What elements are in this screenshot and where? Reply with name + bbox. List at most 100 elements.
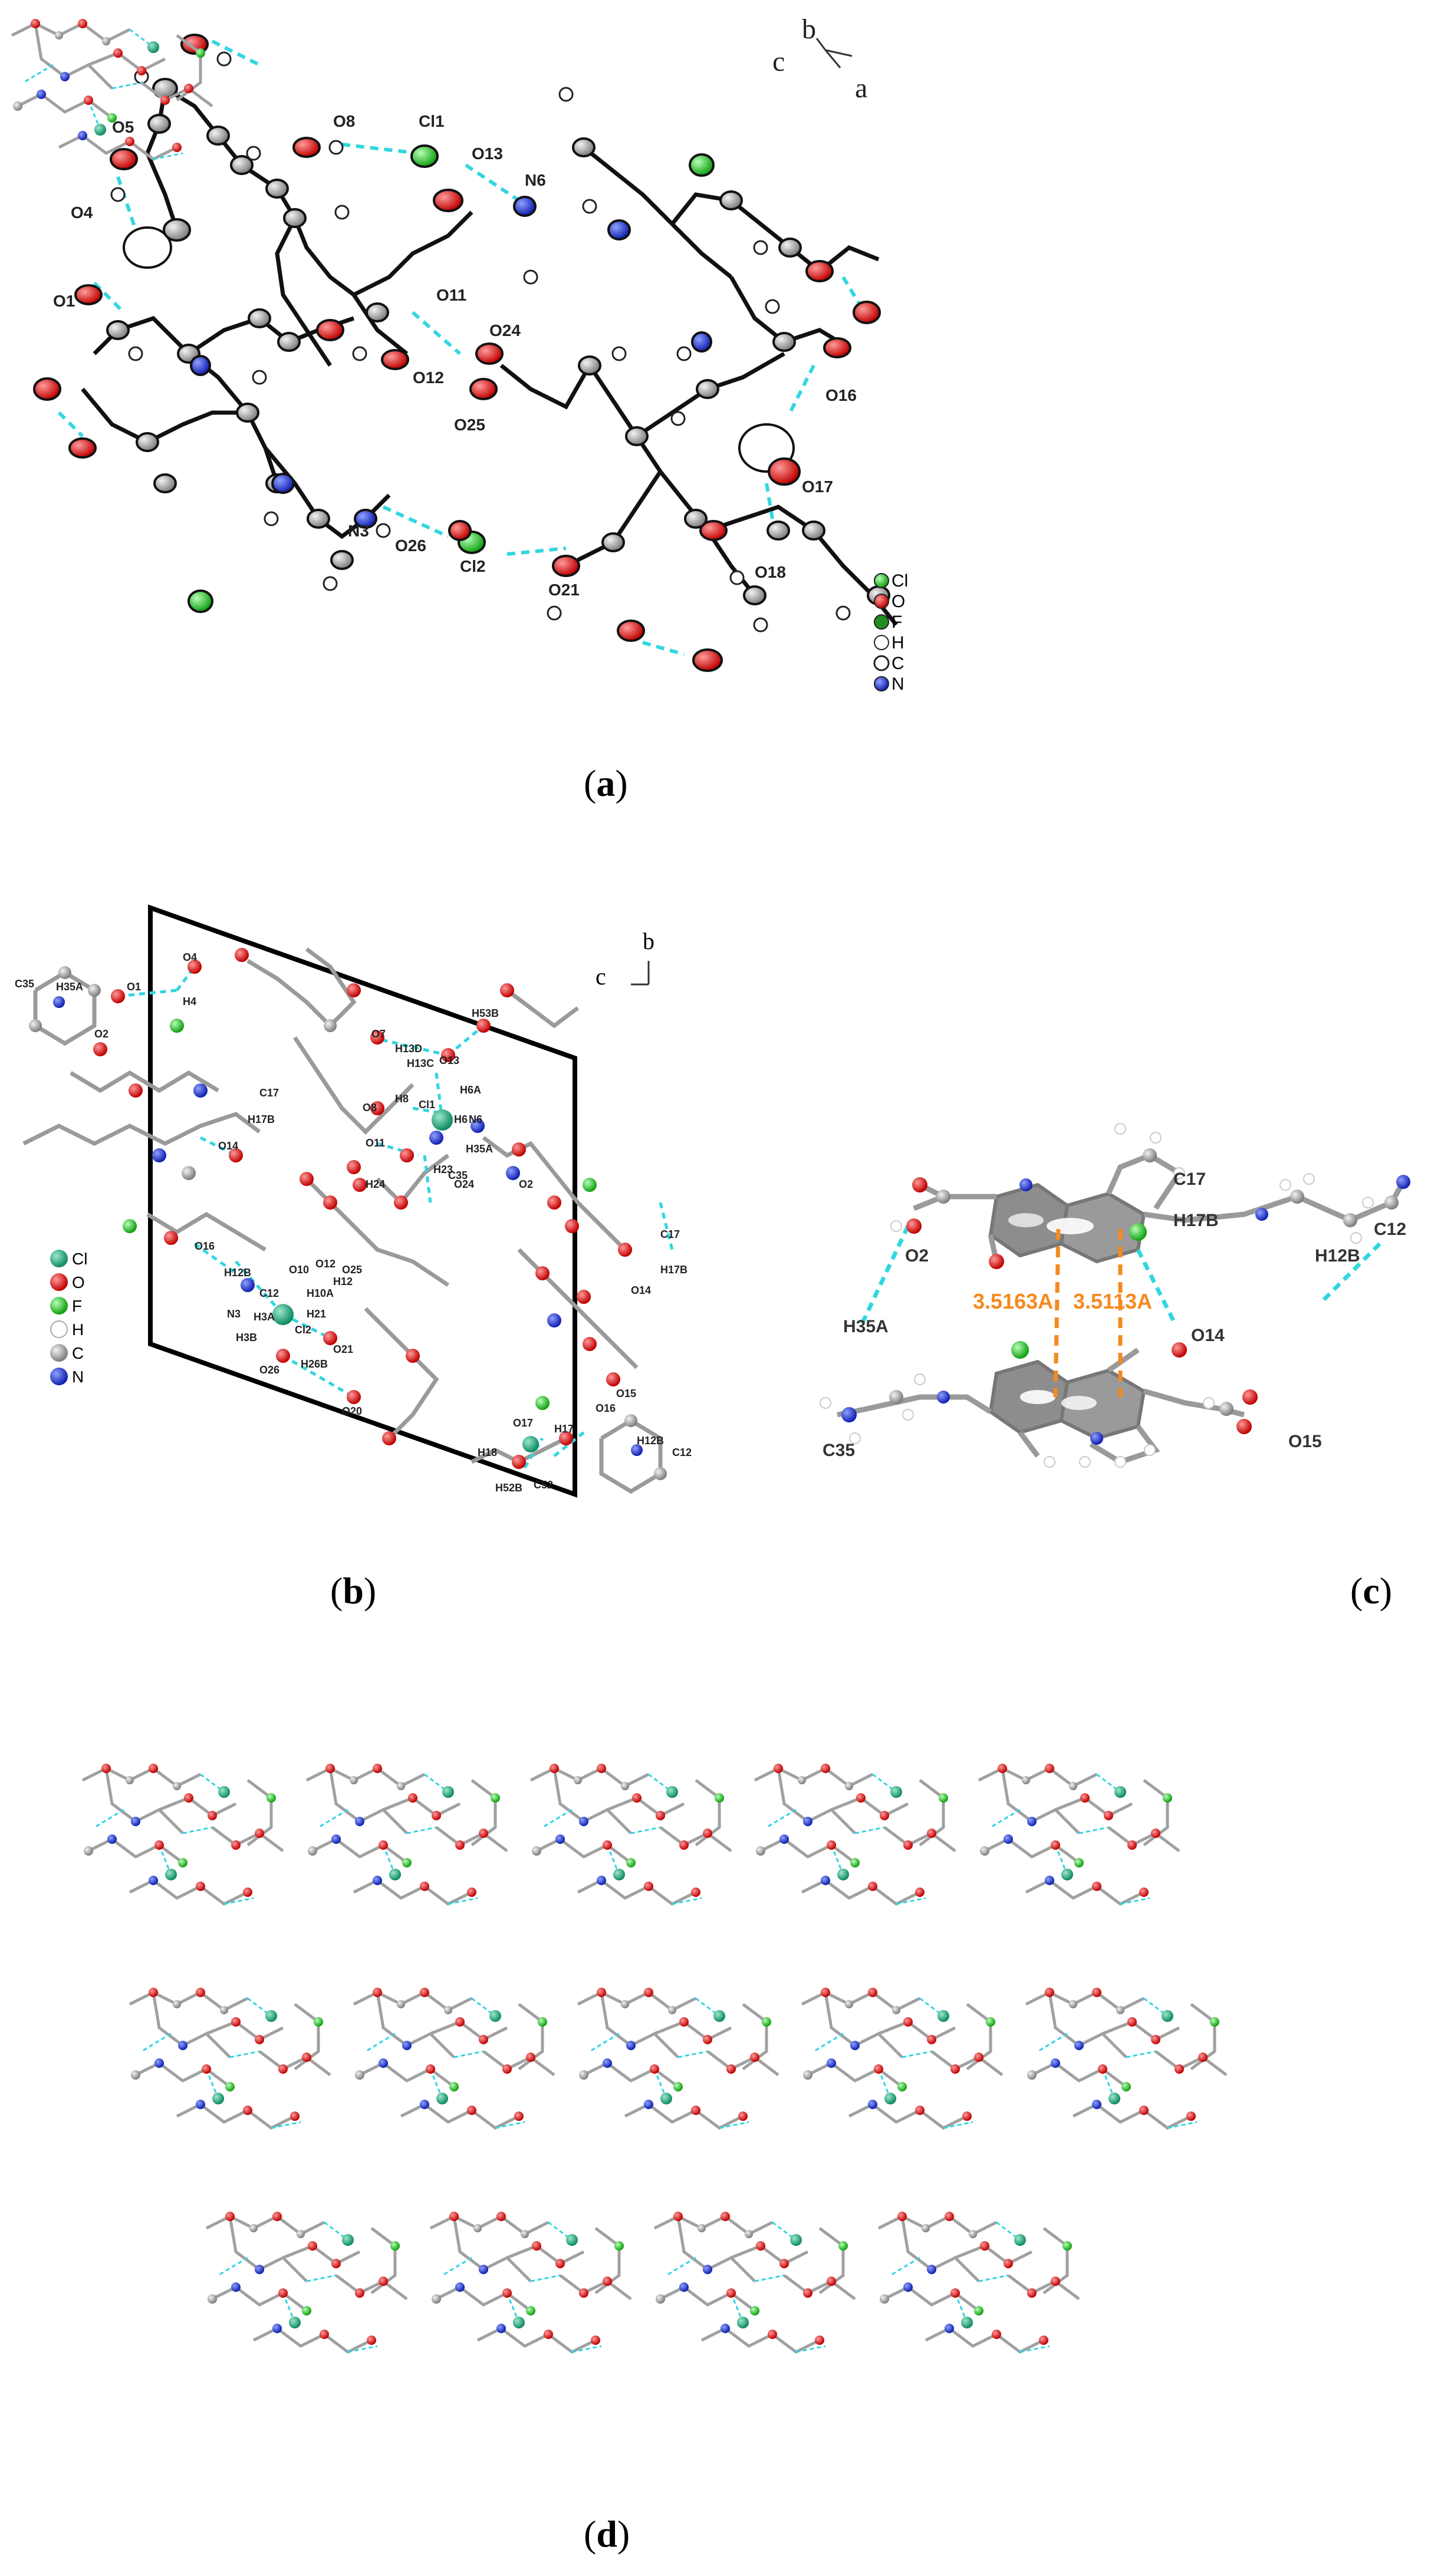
atom-label: O17 xyxy=(513,1417,533,1429)
caption-letter: c xyxy=(1363,1570,1379,1612)
panel-d-caption: (d) xyxy=(584,2513,630,2555)
legend-label: O xyxy=(892,592,905,611)
caption-letter: a xyxy=(596,762,615,804)
atom-label: H24 xyxy=(366,1178,385,1190)
atom-label: O15 xyxy=(1288,1432,1322,1451)
atom-label: O15 xyxy=(616,1388,636,1399)
packing-tile xyxy=(11,19,213,161)
atom-label: Cl2 xyxy=(460,557,486,575)
atom-label: O18 xyxy=(755,563,786,581)
atom-label: H12B xyxy=(1315,1246,1360,1266)
atom-label: O24 xyxy=(454,1178,474,1190)
legend-label: C xyxy=(892,654,904,673)
atom-label: C35 xyxy=(823,1441,855,1460)
atom-label: H21 xyxy=(307,1308,326,1320)
atom-label: O20 xyxy=(342,1405,362,1417)
pi-stack-distance-1 xyxy=(1053,1228,1061,1398)
atom-label: H12B xyxy=(637,1435,664,1447)
axis-label-a: a xyxy=(855,73,867,104)
atom-label: O2 xyxy=(905,1246,929,1266)
panel-b-atom-labels: C35 H35A O1 H4 O4 O2 C17 H17B O14 O7 H13… xyxy=(15,951,692,1494)
atom-label: N3 xyxy=(348,522,369,540)
legend-swatch-n xyxy=(874,676,889,691)
legend-swatch-h xyxy=(874,635,889,650)
atom-label: O7 xyxy=(371,1028,386,1040)
atom-label: C17 xyxy=(259,1087,279,1099)
atom-label: C35 xyxy=(15,978,34,990)
atom-label: O25 xyxy=(342,1264,362,1276)
unit-cell-outline xyxy=(148,904,577,1498)
panel-a-atom-labels: O8 Cl1 O13 N6 O5 O4 O1 O11 O24 O12 O25 O… xyxy=(53,112,857,599)
atom-label: O10 xyxy=(289,1264,309,1276)
panel-c-hbonds xyxy=(858,1225,1381,1327)
legend-swatch-c xyxy=(873,655,890,671)
legend-swatch-f xyxy=(874,614,889,630)
legend-label: N xyxy=(72,1368,84,1386)
atom-label: O21 xyxy=(548,581,580,599)
atom-label: O2 xyxy=(94,1028,108,1040)
atom-label: O14 xyxy=(631,1284,651,1296)
atom-label: O8 xyxy=(363,1102,377,1114)
legend-label: H xyxy=(892,633,904,653)
atom-label: O8 xyxy=(333,112,355,130)
atom-label: C12 xyxy=(1374,1220,1406,1239)
pi-stack-distance-label-1: 3.5163A xyxy=(973,1289,1053,1313)
atom-label: H4 xyxy=(183,996,196,1007)
atom-label: O12 xyxy=(413,368,444,387)
atom-label: O11 xyxy=(436,286,466,304)
atom-label: H18 xyxy=(478,1447,497,1458)
axis-label-c: c xyxy=(596,963,606,990)
legend-label: N xyxy=(892,674,904,694)
atom-label: O4 xyxy=(183,951,197,963)
atom-label: N6 xyxy=(469,1114,482,1125)
atom-label: H13D xyxy=(395,1043,422,1055)
atom-label: Cl1 xyxy=(419,112,445,130)
panel-a-atoms xyxy=(33,34,890,672)
atom-label: O16 xyxy=(825,386,857,404)
legend-swatch-cl xyxy=(50,1250,68,1267)
atom-label: O1 xyxy=(127,981,141,993)
atom-label: O2 xyxy=(519,1178,533,1190)
atom-label: O21 xyxy=(333,1343,353,1355)
panel-a-hbonds xyxy=(57,39,863,656)
atom-label: H17B xyxy=(660,1264,687,1276)
panel-a: O8 Cl1 O13 N6 O5 O4 O1 O11 O24 O12 O25 O… xyxy=(33,14,908,804)
legend-swatch-o xyxy=(874,594,889,609)
pi-stacking-lines xyxy=(1053,1228,1123,1398)
legend-label: Cl xyxy=(72,1250,87,1268)
legend-label: C xyxy=(72,1344,84,1362)
atom-label: O25 xyxy=(454,416,485,434)
panel-b-atoms xyxy=(29,948,667,1480)
legend-swatch-h xyxy=(50,1320,68,1338)
atom-label: O13 xyxy=(472,144,503,163)
atom-label: H52B xyxy=(495,1482,522,1494)
atom-label: N6 xyxy=(525,171,546,189)
atom-label: H6 xyxy=(454,1114,468,1125)
atom-label: O26 xyxy=(259,1364,279,1376)
legend-label: F xyxy=(72,1297,82,1315)
panel-a-legend: Cl O F H C N xyxy=(873,571,908,694)
panel-b-caption: (b) xyxy=(330,1570,376,1612)
atom-label: H35A xyxy=(466,1143,493,1155)
atom-label: H3B xyxy=(236,1332,257,1343)
atom-label: O11 xyxy=(366,1137,385,1149)
atom-label: O13 xyxy=(439,1055,459,1066)
axis-label-b: b xyxy=(802,14,816,45)
legend-swatch-cl xyxy=(874,573,889,588)
atom-label: C52 xyxy=(534,1479,553,1491)
panel-b-axes-indicator xyxy=(631,961,650,986)
legend-swatch-c xyxy=(50,1344,68,1362)
atom-label: H17B xyxy=(1173,1211,1219,1230)
atom-label: H13C xyxy=(407,1058,434,1069)
panel-b: C35 H35A O1 H4 O4 O2 C17 H17B O14 O7 H13… xyxy=(15,904,692,1612)
atom-label: O17 xyxy=(802,477,833,496)
panel-b-legend: Cl O F H C N xyxy=(50,1250,87,1386)
atom-label: O16 xyxy=(596,1402,616,1414)
atom-label: O4 xyxy=(71,203,93,222)
atom-label: H6A xyxy=(460,1084,481,1096)
atom-label: H35A xyxy=(843,1317,889,1336)
atom-label: C17 xyxy=(660,1228,680,1240)
atom-label: H53B xyxy=(472,1007,499,1019)
panel-c-hydrogens xyxy=(820,1123,1374,1468)
atom-label: C12 xyxy=(259,1287,279,1299)
